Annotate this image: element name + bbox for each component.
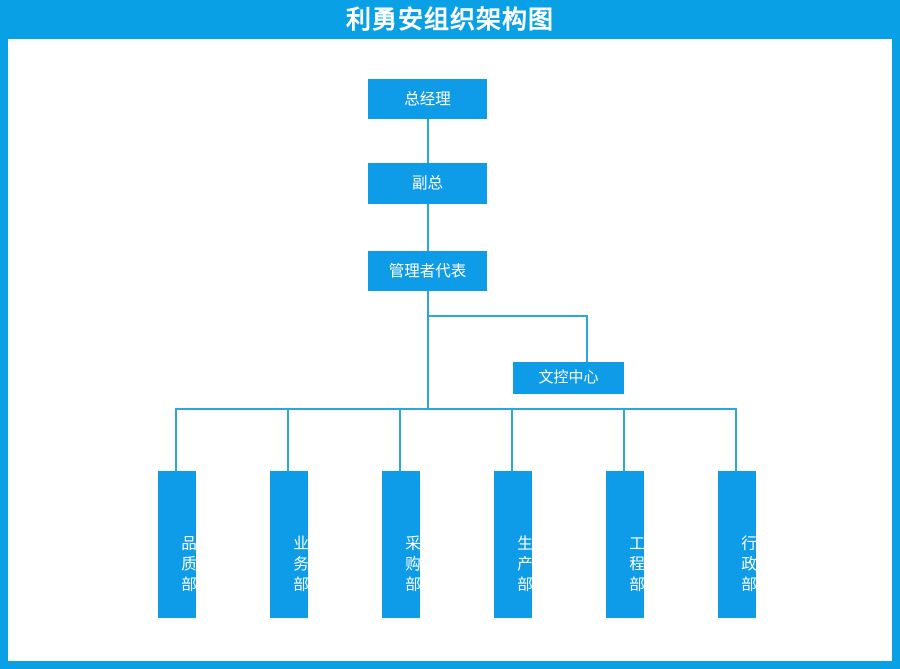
node-department-purchasing[interactable]: 采购部	[382, 471, 421, 618]
connector-drop-sales	[287, 408, 289, 471]
connector-drop-quality	[175, 408, 177, 471]
node-department-engineering[interactable]: 工程部	[606, 471, 645, 618]
connector-drop-engineering	[623, 408, 625, 471]
chart-canvas: 总经理 副总 管理者代表 文控中心 品质部 业务部 采购部 生产部 工程部 行政…	[8, 39, 892, 661]
connector-drop-production	[511, 408, 513, 471]
title-bar: 利勇安组织架构图	[0, 0, 900, 39]
node-general-manager[interactable]: 总经理	[368, 79, 487, 119]
node-document-control-center[interactable]: 文控中心	[513, 362, 624, 394]
node-department-sales[interactable]: 业务部	[270, 471, 309, 618]
connector-gm-to-vgm	[427, 119, 429, 164]
node-department-quality[interactable]: 品质部	[158, 471, 197, 618]
node-department-production[interactable]: 生产部	[494, 471, 533, 618]
node-vice-general-manager[interactable]: 副总	[368, 163, 487, 204]
node-management-representative[interactable]: 管理者代表	[368, 251, 487, 291]
connector-vgm-to-mgmtrep	[427, 204, 429, 251]
connector-drop-purchasing	[399, 408, 401, 471]
connector-mgmtrep-trunk	[427, 291, 429, 409]
connector-doccontrol-vertical	[586, 315, 588, 362]
connector-doccontrol-horizontal	[427, 315, 588, 317]
connector-department-bus	[175, 408, 737, 410]
connector-drop-administration	[735, 408, 737, 471]
node-department-administration[interactable]: 行政部	[718, 471, 757, 618]
page-title: 利勇安组织架构图	[345, 5, 554, 34]
